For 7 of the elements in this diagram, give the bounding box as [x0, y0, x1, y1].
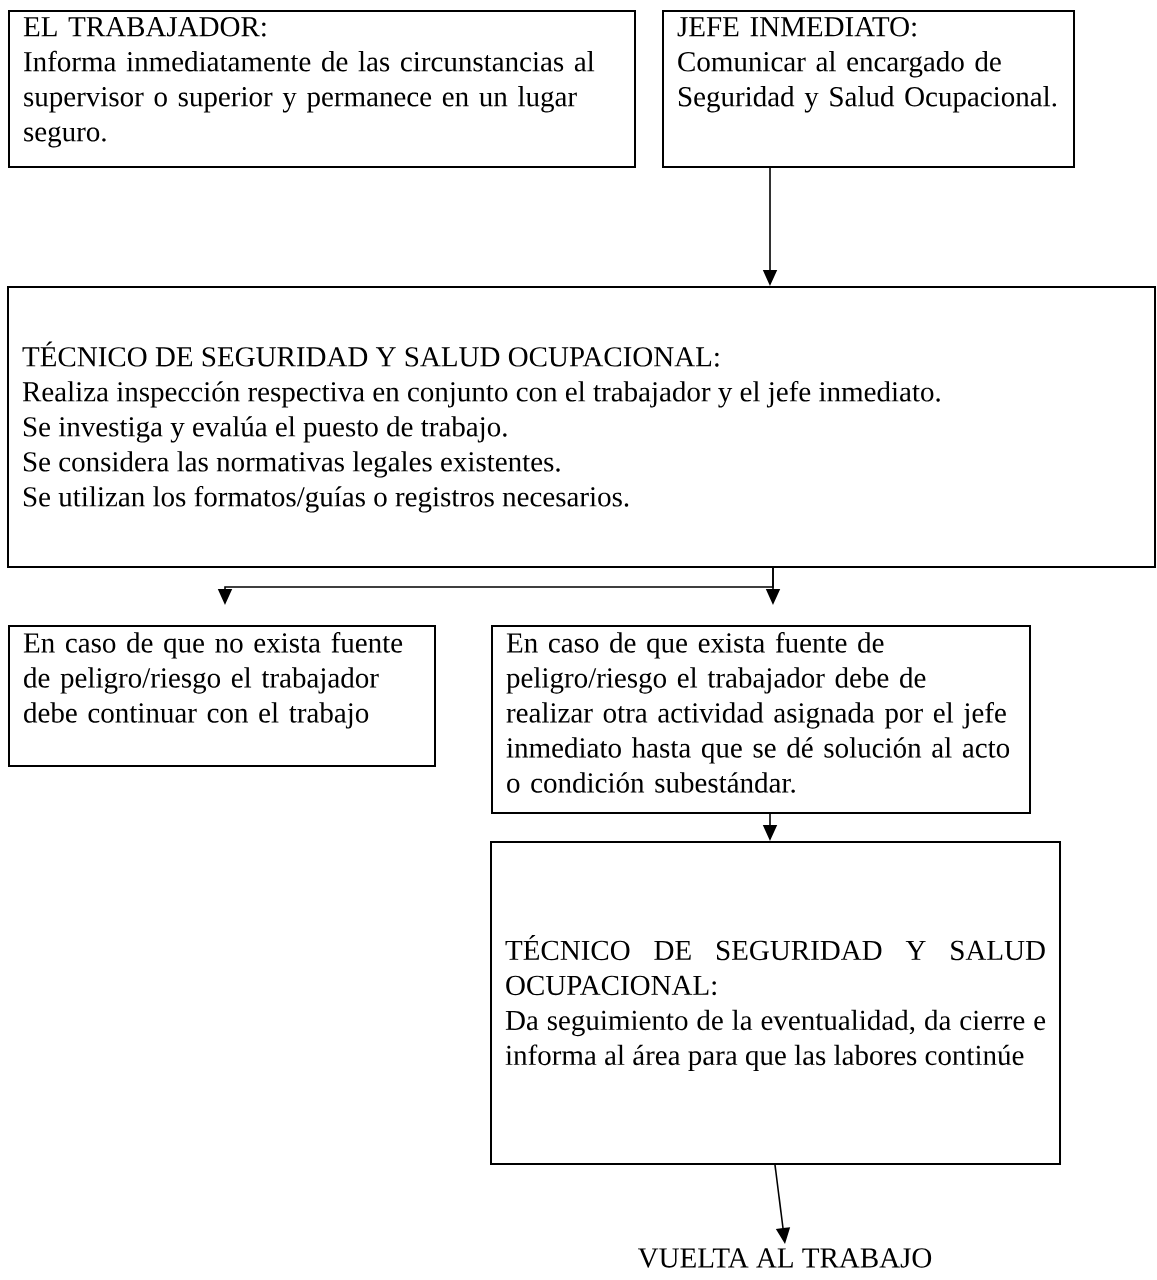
- process-box: TÉCNICO DE SEGURIDAD Y SALUD OCUPACIONAL: Realiza inspección respectiva en conjunto con el trabajador y el jefe inmediato. Se investiga y evalúa el puesto de trabajo. Se considera las normativas legales existentes. Se utilizan los formatos/guías o registros necesarios.: [7, 286, 1156, 568]
- process-box: En caso de que no exista fuente de peligro/riesgo el trabajador debe continuar con el trabajo: [8, 625, 436, 767]
- process-box: TÉCNICO DE SEGURIDAD Y SALUD OCUPACIONAL: Da seguimiento de la eventualidad, da cierre e informa al área para que las labores continúe: [490, 841, 1061, 1165]
- process-box: En caso de que exista fuente de peligro/riesgo el trabajador debe de realizar otra actividad asignada por el jefe inmediato hasta que se dé solución al acto o condición subestándar.: [491, 625, 1031, 814]
- process-box: EL TRABAJADOR: Informa inmediatamente de las circunstancias al supervisor o superior y permanece en un lugar seguro.: [8, 10, 636, 168]
- process-box: JEFE INMEDIATO: Comunicar al encargado de Seguridad y Salud Ocupacional.: [662, 10, 1075, 168]
- terminal-text: VUELTA AL TRABAJO: [638, 1248, 932, 1268]
